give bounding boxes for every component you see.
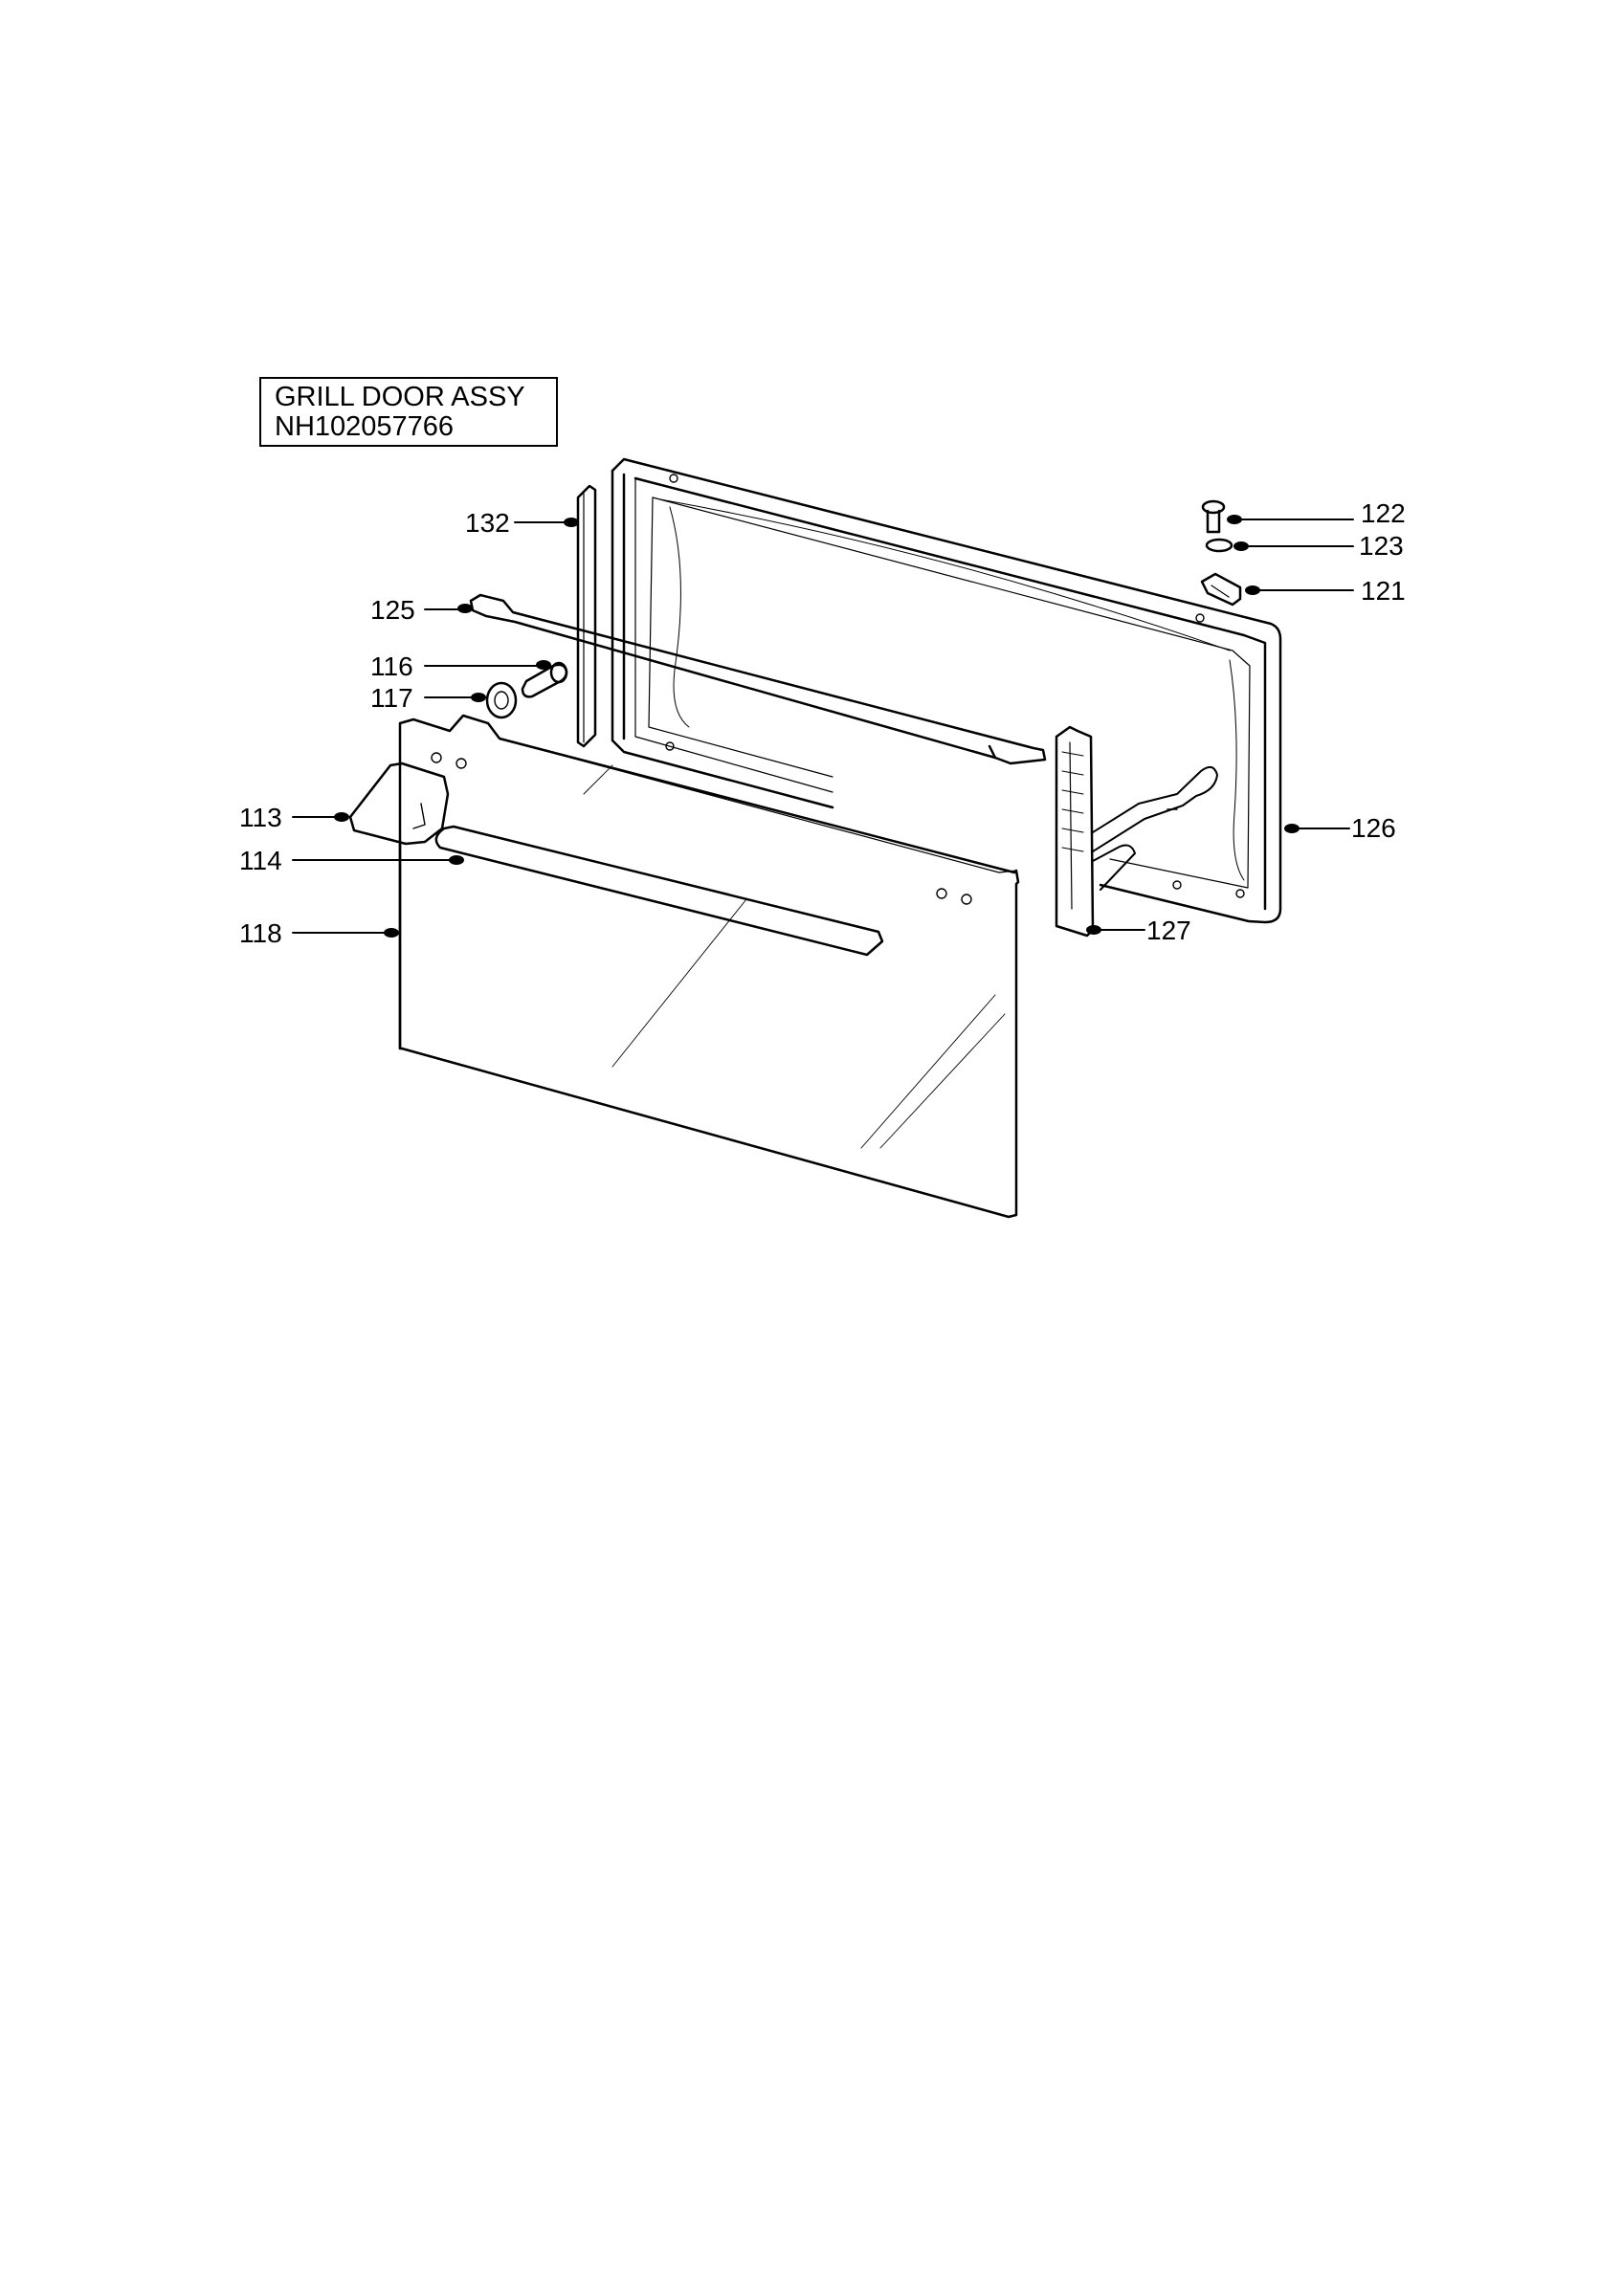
label-126: 126 — [1351, 813, 1396, 843]
label-117: 117 — [370, 683, 413, 713]
label-118: 118 — [239, 918, 282, 948]
callout-labels: 132 125 116 117 113 114 118 122 123 121 … — [239, 498, 1406, 948]
dot-117 — [471, 693, 486, 702]
label-114: 114 — [239, 846, 282, 875]
label-113: 113 — [239, 803, 282, 832]
dot-118 — [384, 928, 399, 938]
label-127: 127 — [1146, 916, 1191, 945]
label-122: 122 — [1361, 498, 1406, 528]
dot-114 — [449, 855, 464, 865]
dot-121 — [1245, 585, 1260, 595]
top-bracket-125 — [469, 593, 1047, 765]
hinge-127 — [1055, 725, 1218, 938]
clip-121 — [1200, 572, 1242, 607]
label-116: 116 — [370, 651, 413, 681]
side-strip-132 — [576, 484, 597, 748]
bushing-117 — [485, 681, 518, 719]
end-cap-113 — [348, 762, 450, 846]
label-125: 125 — [370, 595, 415, 625]
label-123: 123 — [1359, 531, 1404, 561]
callout-dots — [334, 515, 1300, 938]
dot-123 — [1233, 541, 1249, 551]
washer-123 — [1205, 538, 1233, 553]
assembly-title-box: GRILL DOOR ASSY NH102057766 — [259, 377, 558, 447]
front-glass-118 — [398, 714, 1020, 1219]
dot-116 — [536, 660, 551, 670]
dot-132 — [564, 518, 579, 527]
assembly-part-number: NH102057766 — [275, 411, 455, 442]
handle-bar-114 — [434, 825, 884, 957]
assembly-title: GRILL DOOR ASSY — [275, 382, 525, 412]
dot-127 — [1086, 925, 1101, 935]
screw-122 — [1201, 499, 1226, 534]
door-frame-126 — [611, 457, 1282, 924]
label-121: 121 — [1361, 576, 1406, 606]
leader-lines — [292, 519, 1354, 934]
dot-125 — [457, 604, 473, 613]
dot-126 — [1284, 824, 1300, 833]
dot-122 — [1227, 515, 1242, 524]
label-132: 132 — [465, 508, 510, 538]
dot-113 — [334, 812, 349, 822]
screw-116 — [521, 661, 568, 698]
